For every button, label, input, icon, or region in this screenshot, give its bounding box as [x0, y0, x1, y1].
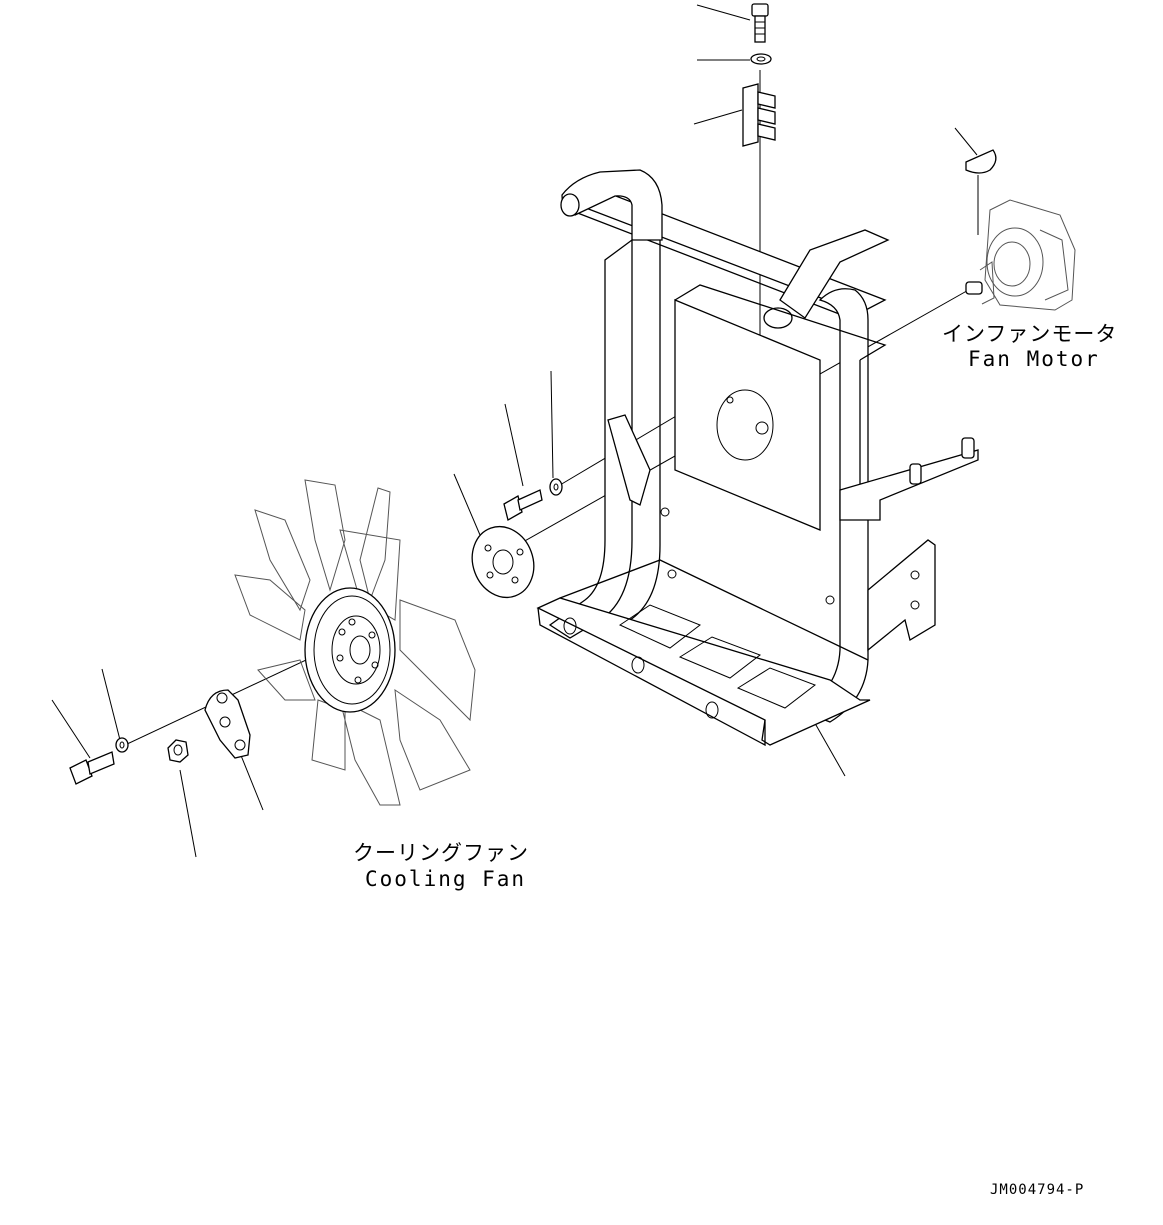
cooling-fan-label-en: Cooling Fan [365, 867, 527, 891]
fan-washer [115, 737, 129, 753]
fan-motor-label-jp: インファンモータ [942, 322, 1118, 346]
drawing-id: JM004794-P [990, 1182, 1085, 1198]
lock-plate [204, 689, 251, 759]
cooling-fan [234, 479, 476, 806]
fan-motor-label-en: Fan Motor [968, 347, 1100, 371]
fan-motor [965, 199, 1076, 311]
hub-washer [549, 478, 563, 496]
cooling-fan-label-jp: クーリングファン [353, 841, 529, 865]
hose-clamp [742, 83, 776, 147]
fan-bolt [69, 751, 115, 785]
top-washer [750, 53, 772, 65]
woodruff-key [965, 149, 997, 174]
hub-bolt [503, 489, 543, 521]
radiator-frame [536, 169, 979, 747]
top-bolt [751, 3, 769, 43]
leader-lines [51, 4, 978, 858]
fan-spacer [471, 525, 535, 599]
nut [167, 739, 189, 763]
